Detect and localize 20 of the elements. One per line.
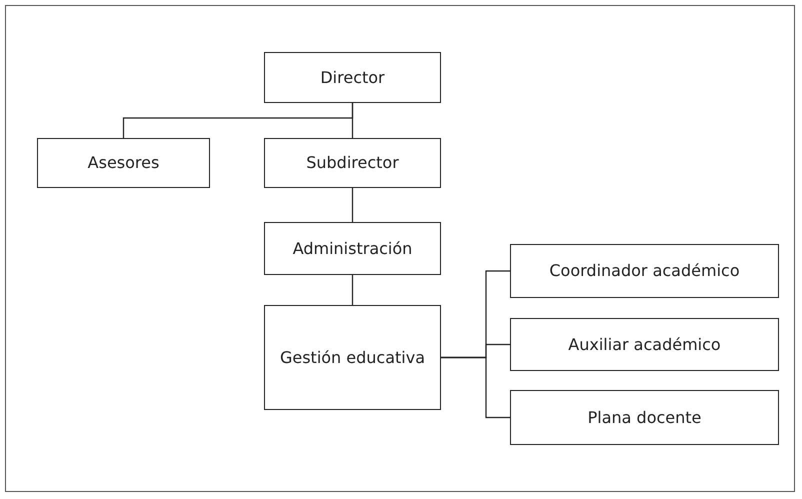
org-box: [510, 318, 779, 371]
connector-line: [352, 275, 354, 305]
box-label: Plana docente: [588, 406, 702, 428]
org-box: [264, 52, 441, 103]
box-label: Subdirector: [306, 152, 399, 174]
box-label: Coordinador académico: [549, 260, 740, 282]
org-box: [510, 244, 779, 298]
org-box: [510, 390, 779, 445]
box-label: Auxiliar académico: [568, 334, 721, 356]
box-label: Asesores: [88, 152, 160, 174]
box-label: Gestión educativa: [280, 346, 426, 368]
org-box: [264, 222, 441, 275]
connector-line: [352, 188, 354, 222]
box-label: Administración: [292, 238, 412, 260]
box-label: Director: [320, 66, 385, 88]
connector-line: [441, 356, 510, 418]
org-box: [37, 138, 210, 188]
org-box: [264, 305, 441, 410]
connector-line: [352, 103, 354, 138]
org-box: [264, 138, 441, 188]
